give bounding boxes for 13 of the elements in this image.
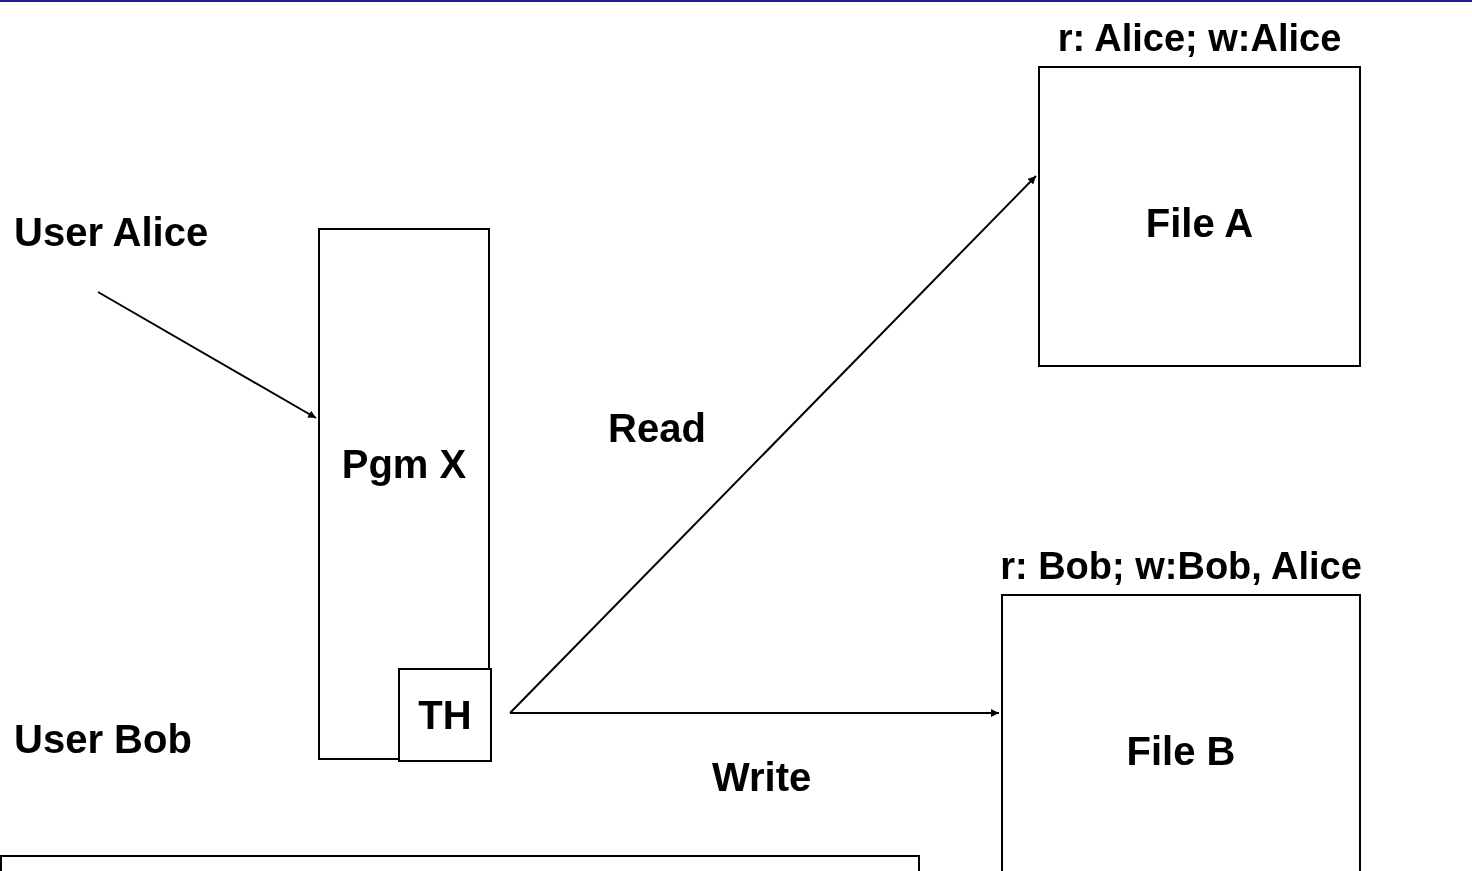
access-rights-label: r: Alice; w:Alice (1057, 16, 1342, 61)
user-label: User Alice (14, 205, 274, 259)
arrow (97, 291, 317, 419)
program-label: Pgm X (341, 441, 467, 488)
access-rights-label: r: Bob; w:Bob, Alice (1000, 544, 1362, 589)
user-label: User Bob (14, 712, 254, 766)
thread-box (398, 668, 492, 762)
arrow (509, 175, 1037, 714)
file-name: File A (1144, 200, 1255, 247)
program-box (318, 228, 490, 760)
arrow (509, 709, 1000, 717)
thread-label: TH (418, 692, 472, 739)
file-name: File B (1125, 728, 1237, 775)
